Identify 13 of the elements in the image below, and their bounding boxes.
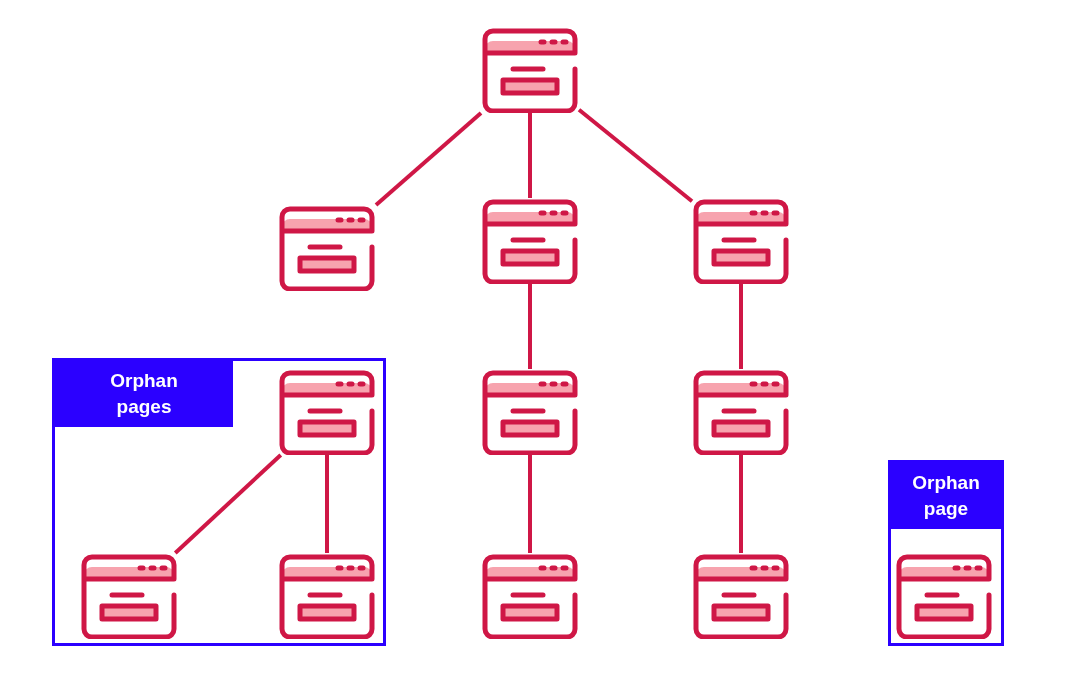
connector-line: [528, 284, 532, 369]
connector-line: [374, 111, 483, 207]
connector-line: [528, 455, 532, 553]
connector-line: [325, 455, 329, 553]
group-frame: [52, 358, 386, 646]
group-label: Orphan page: [891, 463, 1001, 529]
connector-line: [173, 453, 283, 555]
connector-line: [577, 108, 694, 203]
group-frame: [888, 460, 1004, 646]
connector-line: [739, 455, 743, 553]
connector-line: [528, 113, 532, 198]
connector-line: [739, 284, 743, 369]
group-label: Orphan pages: [55, 361, 233, 427]
